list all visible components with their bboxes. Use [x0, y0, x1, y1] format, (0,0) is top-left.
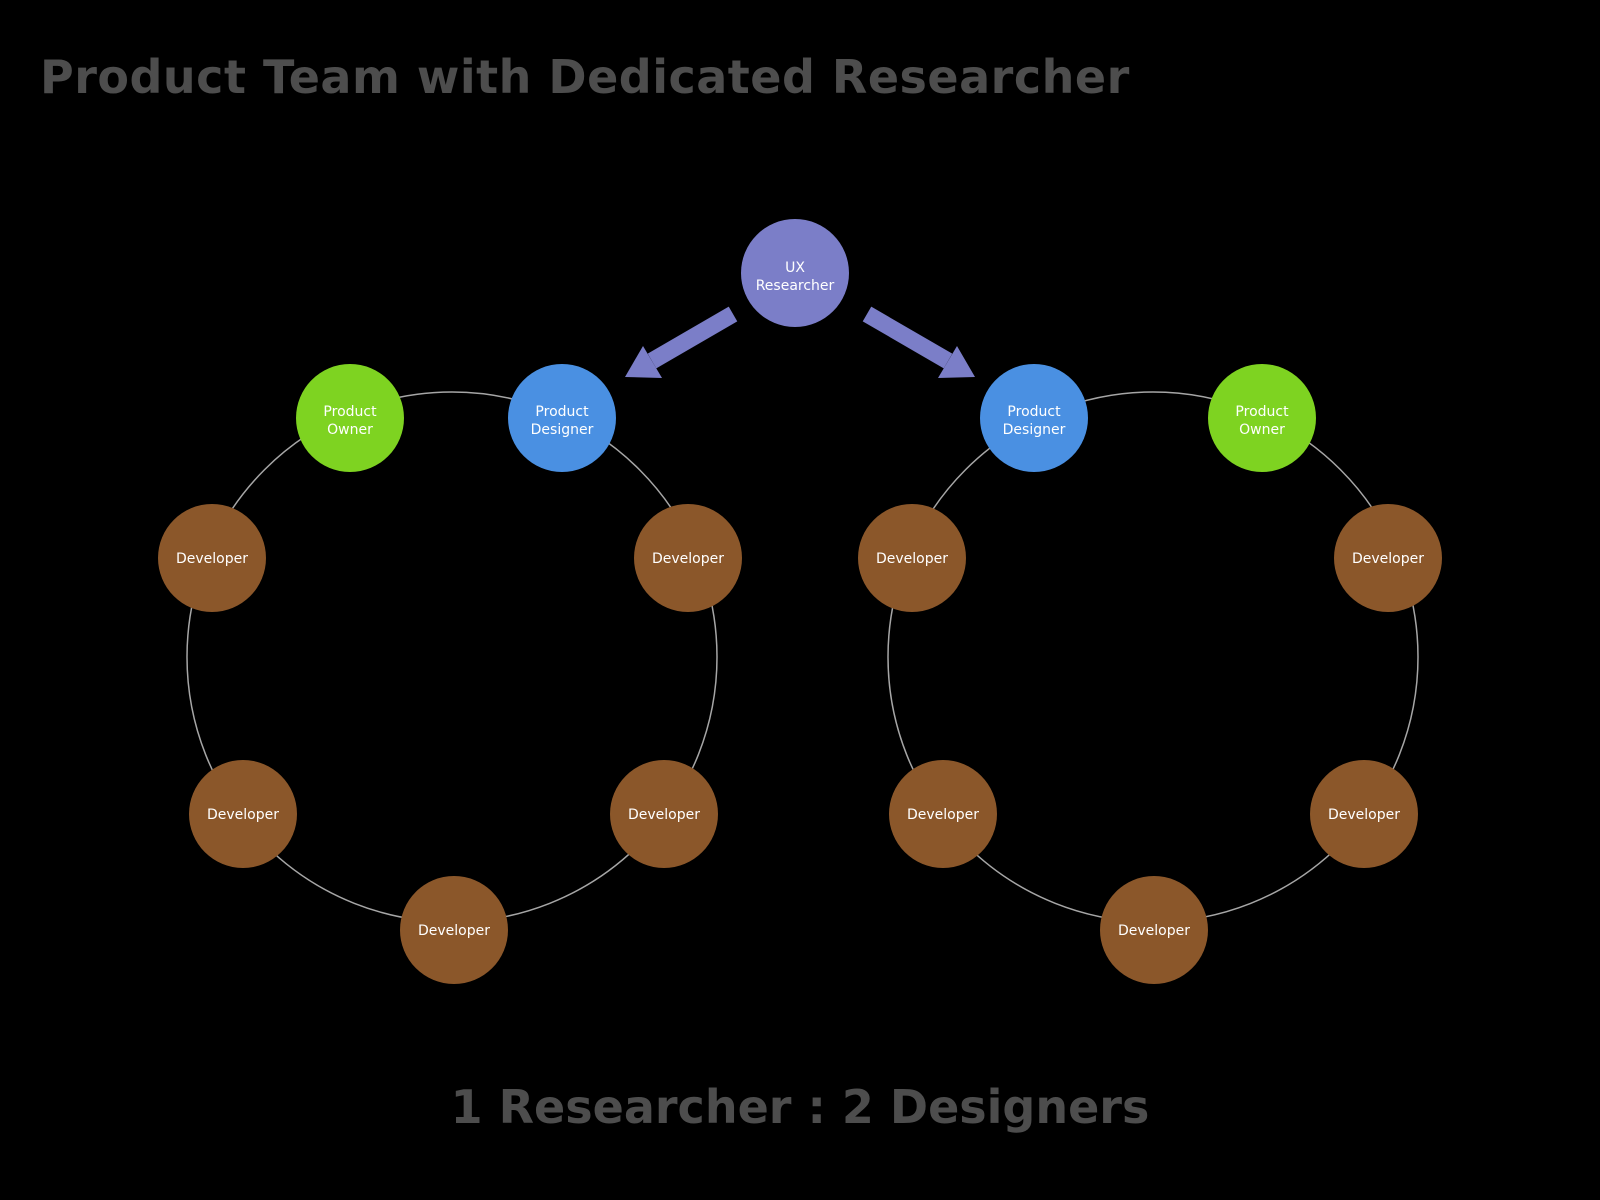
- developer-node: Developer: [610, 760, 718, 868]
- product-designer-label-line1: Product: [1007, 404, 1061, 420]
- developer-label: Developer: [907, 807, 979, 823]
- developer-node: Developer: [400, 876, 508, 984]
- developer-node: Developer: [189, 760, 297, 868]
- ratio-caption: 1 Researcher : 2 Designers: [450, 1080, 1150, 1134]
- developer-node: Developer: [858, 504, 966, 612]
- product-owner-node: Product Owner: [1208, 364, 1316, 472]
- product-owner-label-line2: Owner: [327, 422, 373, 438]
- product-designer-node: Product Designer: [508, 364, 616, 472]
- ux-researcher-label-line1: UX: [785, 260, 805, 276]
- developer-label: Developer: [1328, 807, 1400, 823]
- developer-label: Developer: [628, 807, 700, 823]
- ux-researcher-node: UX Researcher: [741, 219, 849, 327]
- arrow-to-left-designer: [625, 306, 738, 378]
- right-team: Product Designer Product Owner Developer…: [858, 364, 1442, 984]
- product-designer-node: Product Designer: [980, 364, 1088, 472]
- developer-node: Developer: [1334, 504, 1442, 612]
- developer-label: Developer: [652, 551, 724, 567]
- developer-node: Developer: [1100, 876, 1208, 984]
- developer-label: Developer: [876, 551, 948, 567]
- product-owner-label-line1: Product: [1235, 404, 1289, 420]
- ux-researcher-label-line2: Researcher: [756, 278, 835, 294]
- arrow-to-right-designer: [862, 306, 975, 378]
- developer-node: Developer: [889, 760, 997, 868]
- product-designer-label-line2: Designer: [531, 422, 594, 438]
- developer-node: Developer: [634, 504, 742, 612]
- developer-label: Developer: [1118, 923, 1190, 939]
- developer-label: Developer: [176, 551, 248, 567]
- developer-label: Developer: [1352, 551, 1424, 567]
- product-designer-label-line1: Product: [535, 404, 589, 420]
- developer-node: Developer: [1310, 760, 1418, 868]
- product-designer-label-line2: Designer: [1003, 422, 1066, 438]
- product-owner-label-line1: Product: [323, 404, 377, 420]
- page-title: Product Team with Dedicated Researcher: [40, 50, 1130, 104]
- developer-label: Developer: [207, 807, 279, 823]
- product-owner-node: Product Owner: [296, 364, 404, 472]
- developer-node: Developer: [158, 504, 266, 612]
- left-team: Product Owner Product Designer Developer…: [158, 364, 742, 984]
- developer-label: Developer: [418, 923, 490, 939]
- product-owner-label-line2: Owner: [1239, 422, 1285, 438]
